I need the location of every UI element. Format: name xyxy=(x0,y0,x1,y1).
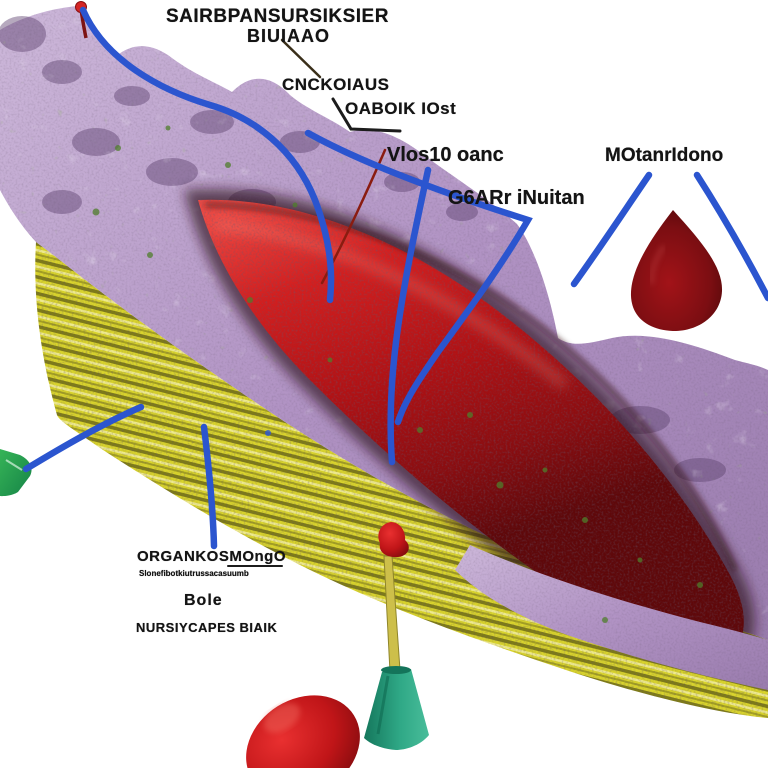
right-blood-droplet xyxy=(630,210,723,331)
blue-leader-pin xyxy=(79,6,335,304)
label-oaboik: OABOIK IOst xyxy=(345,99,457,118)
left-teal-fragment xyxy=(0,449,32,497)
label-cnckoiaus: CNCKOIAUS xyxy=(282,75,390,94)
bottom-left-blood-cell xyxy=(246,695,360,768)
blue-leader-bent xyxy=(304,129,533,426)
label-garr: G6ARr iNuitan xyxy=(448,187,585,209)
small-red-nodule xyxy=(378,522,409,558)
green-cell-dots xyxy=(92,125,703,623)
label-bottom-line4: NURSIYCAPES BIAIK xyxy=(136,620,278,635)
label-top-line2: BIUIAAO xyxy=(247,26,330,46)
label-vlos: Vlos10 oanc xyxy=(387,144,504,166)
blue-speck xyxy=(265,430,271,436)
teal-cone-marker xyxy=(364,666,429,750)
black-leader-elbow xyxy=(331,97,402,133)
blue-leader-droplet-right xyxy=(693,171,768,302)
label-right-droplet: MOtanrIdono xyxy=(605,145,724,166)
label-bottom-line3: Bole xyxy=(184,592,223,609)
blue-leader-fragment xyxy=(22,403,145,473)
label-top-line1: SAIRBPANSURSIKSIER xyxy=(166,6,389,27)
leader-lines xyxy=(22,6,768,567)
blue-leader-lines xyxy=(22,6,768,550)
label-bottom-line1: ORGANKOSMOngO xyxy=(137,548,286,565)
black-leader-top xyxy=(280,38,322,79)
blue-leader-vessel xyxy=(387,166,432,466)
blue-leader-caption xyxy=(200,423,218,550)
blue-leader-droplet-left xyxy=(570,171,653,288)
label-bottom-line2: Slonefibotkiutrussacasuumb xyxy=(139,569,249,578)
